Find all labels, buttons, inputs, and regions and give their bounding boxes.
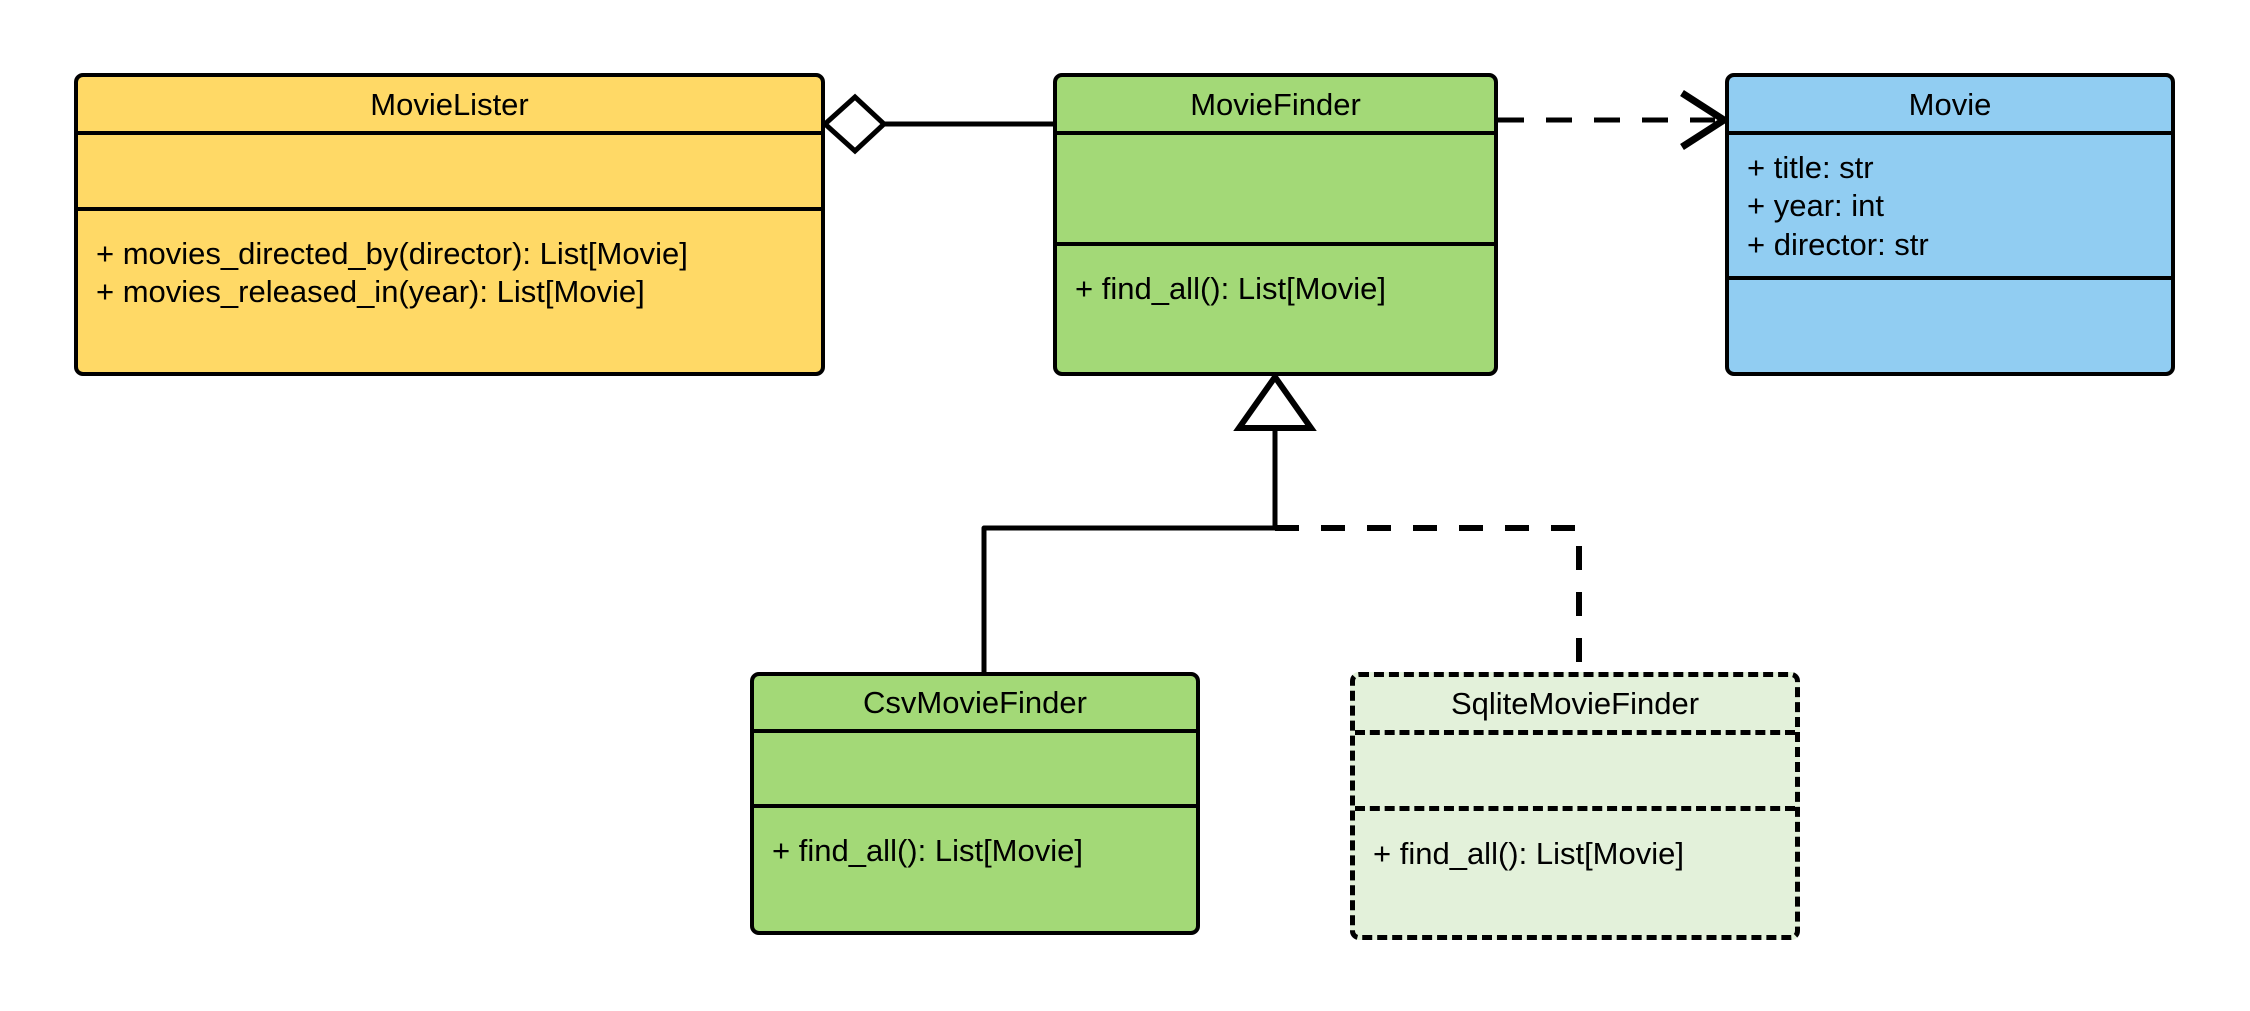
method-item: + find_all(): List[Movie] bbox=[1373, 836, 1684, 871]
attributes-section-movie-lister bbox=[78, 131, 821, 207]
uml-class-movie-finder[interactable]: MovieFinder + find_all(): List[Movie] bbox=[1053, 73, 1498, 376]
method-item: + movies_released_in(year): List[Movie] bbox=[96, 274, 645, 310]
methods-section-movie bbox=[1729, 276, 2171, 372]
methods-section-csv-movie-finder: + find_all(): List[Movie] bbox=[754, 804, 1196, 931]
hollow-triangle-marker bbox=[1233, 371, 1317, 431]
attributes-section-movie-finder bbox=[1057, 131, 1494, 242]
edge-aggregation-lister-finder bbox=[821, 93, 1053, 155]
method-item: + find_all(): List[Movie] bbox=[772, 833, 1083, 868]
inheritance-branch-csv bbox=[981, 525, 1275, 672]
uml-class-movie[interactable]: Movie + title: str + year: int + directo… bbox=[1725, 73, 2175, 376]
edge-dependency-finder-movie bbox=[1498, 90, 1731, 150]
hollow-diamond-marker bbox=[821, 93, 888, 155]
open-arrow-marker bbox=[1680, 90, 1731, 150]
class-title-csv-movie-finder: CsvMovieFinder bbox=[863, 685, 1087, 720]
realization-branch-sqlite bbox=[1275, 525, 1582, 672]
attributes-section-csv-movie-finder bbox=[754, 729, 1196, 804]
uml-class-sqlite-movie-finder[interactable]: SqliteMovieFinder + find_all(): List[Mov… bbox=[1350, 672, 1800, 940]
edge-inheritance-tree bbox=[981, 371, 1582, 672]
attribute-item: + director: str bbox=[1747, 226, 1929, 262]
class-title-movie-lister: MovieLister bbox=[370, 86, 529, 122]
attributes-section-sqlite-movie-finder bbox=[1355, 730, 1795, 806]
uml-class-movie-lister[interactable]: MovieLister + movies_directed_by(directo… bbox=[74, 73, 825, 376]
class-title-movie: Movie bbox=[1908, 86, 1992, 122]
methods-section-sqlite-movie-finder: + find_all(): List[Movie] bbox=[1355, 806, 1795, 935]
methods-section-movie-lister: + movies_directed_by(director): List[Mov… bbox=[78, 207, 821, 372]
attribute-item: + title: str bbox=[1747, 150, 1874, 185]
uml-class-csv-movie-finder[interactable]: CsvMovieFinder + find_all(): List[Movie] bbox=[750, 672, 1200, 935]
class-title-movie-finder: MovieFinder bbox=[1190, 86, 1361, 122]
method-item: + movies_directed_by(director): List[Mov… bbox=[96, 236, 688, 271]
attribute-item: + year: int bbox=[1747, 188, 1884, 224]
attributes-section-movie: + title: str + year: int + director: str bbox=[1729, 131, 2171, 276]
class-title-sqlite-movie-finder: SqliteMovieFinder bbox=[1450, 686, 1700, 721]
method-item: + find_all(): List[Movie] bbox=[1075, 271, 1386, 306]
methods-section-movie-finder: + find_all(): List[Movie] bbox=[1057, 242, 1494, 372]
